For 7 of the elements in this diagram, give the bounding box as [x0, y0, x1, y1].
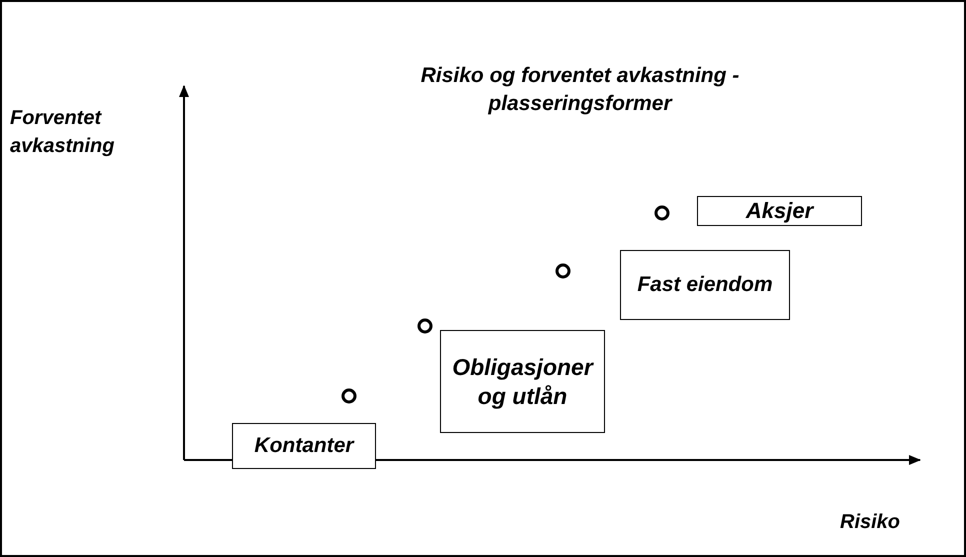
- title: Risiko og forventet avkastning - plasseringsformer: [420, 63, 740, 117]
- axis-label: Forventet avkastning: [10, 106, 116, 159]
- axis-label: Risiko: [840, 510, 900, 535]
- category-box: Fast eiendom: [620, 250, 790, 320]
- category-box: Kontanter: [232, 423, 376, 469]
- category-box: Obligasjoner og utlån: [440, 330, 605, 433]
- category-box: Aksjer: [697, 196, 862, 226]
